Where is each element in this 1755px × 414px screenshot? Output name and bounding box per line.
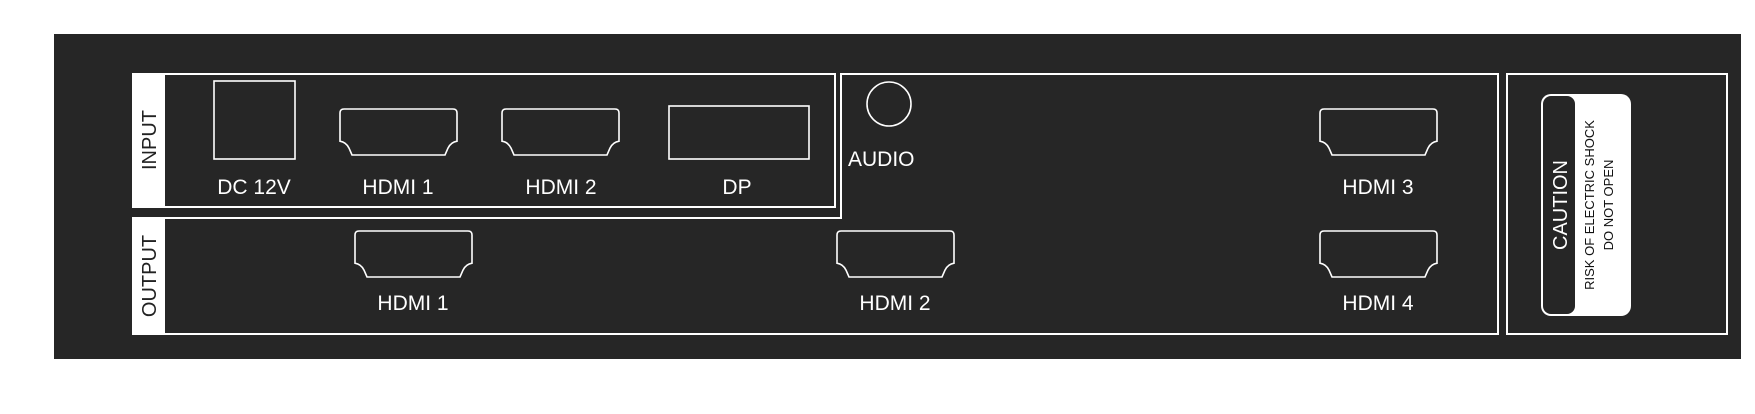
hdmi-port-outline <box>339 108 458 156</box>
output-label-strip <box>133 218 165 334</box>
caution-line-2: DO NOT OPEN <box>1601 160 1616 251</box>
dc-power-port <box>213 80 296 160</box>
audio-jack-icon <box>866 81 912 127</box>
port-label: HDMI 3 <box>1342 176 1413 199</box>
hdmi-port-icon <box>1319 230 1438 278</box>
displayport-port <box>668 105 810 160</box>
hdmi-port-icon <box>354 230 473 278</box>
input-title: INPUT <box>139 110 161 170</box>
port-label: HDMI 1 <box>362 176 433 199</box>
hdmi-port-icon <box>339 108 458 156</box>
hdmi-port-outline <box>836 230 955 278</box>
caution-section: CAUTION RISK OF ELECTRIC SHOCK DO NOT OP… <box>1506 73 1728 335</box>
hdmi-port-icon <box>501 108 620 156</box>
output-section: OUTPUT AUDIO HDMI 1 HDMI 2 HDMI 3 HDMI 4 <box>132 73 1499 335</box>
port-label: DP <box>722 176 751 199</box>
hdmi-port-icon <box>836 230 955 278</box>
hdmi-port-outline <box>1319 108 1438 156</box>
output-title: OUTPUT <box>139 235 161 317</box>
hdmi-port-outline <box>1319 230 1438 278</box>
hdmi-port-outline <box>501 108 620 156</box>
port-label: DC 12V <box>217 176 291 199</box>
input-section: INPUT DC 12V HDMI 1 HDMI 2 DP <box>132 73 836 208</box>
caution-title-strip <box>1543 96 1575 314</box>
port-label: HDMI 2 <box>525 176 596 199</box>
caution-line-1: RISK OF ELECTRIC SHOCK <box>1582 120 1597 290</box>
port-label: HDMI 1 <box>377 292 448 315</box>
hdmi-port-outline <box>354 230 473 278</box>
input-label-strip <box>133 74 165 207</box>
hdmi-port-icon <box>1319 108 1438 156</box>
caution-frame <box>1506 73 1728 335</box>
caution-title: CAUTION <box>1550 160 1572 250</box>
panel-body <box>54 34 1741 359</box>
port-label: HDMI 4 <box>1342 292 1413 315</box>
port-label: HDMI 2 <box>859 292 930 315</box>
audio-label: AUDIO <box>848 148 915 171</box>
